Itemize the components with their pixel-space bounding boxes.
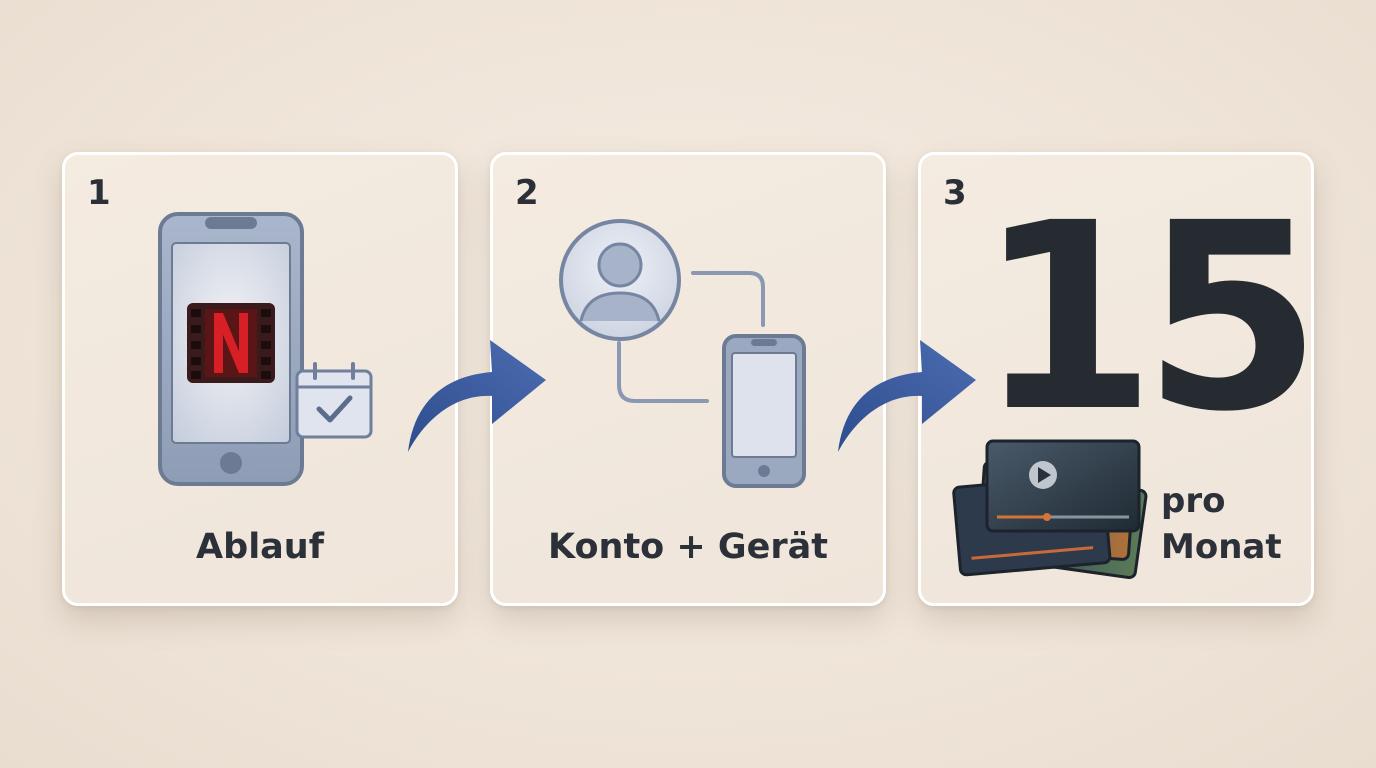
step-number: 2	[515, 173, 539, 213]
curved-arrow-icon	[838, 340, 976, 452]
video-stack-icon	[952, 439, 1148, 580]
connector-lines	[617, 271, 765, 403]
step-number: 1	[87, 173, 111, 213]
step-card-3: 3 15	[918, 152, 1322, 606]
step-label: Ablauf	[196, 527, 324, 567]
price-value: 15	[977, 168, 1322, 468]
calendar-check-icon	[295, 362, 373, 439]
step-card-1: 1	[62, 152, 458, 606]
step-number: 3	[943, 173, 967, 213]
phone-icon	[722, 334, 806, 488]
unit-line-1: pro	[1161, 481, 1226, 521]
netflix-logo-icon	[187, 303, 275, 383]
step-card-2: 2 Konto + Gerät	[490, 152, 886, 606]
step-label: Konto + Gerät	[547, 527, 829, 567]
unit-line-2: Monat	[1161, 527, 1282, 567]
user-avatar-icon	[559, 219, 681, 341]
curved-arrow-icon	[408, 340, 546, 452]
